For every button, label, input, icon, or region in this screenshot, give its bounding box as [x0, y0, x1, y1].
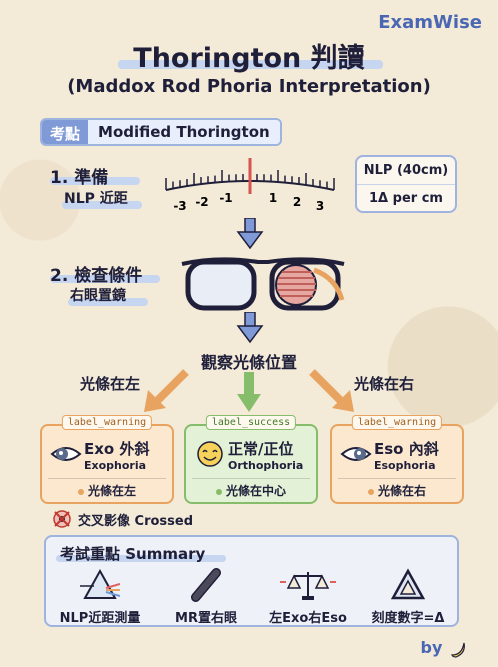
- topic-text: Modified Thorington: [88, 120, 280, 144]
- topic-tag: 考點 Modified Thorington: [40, 118, 282, 146]
- smiley-icon: [197, 441, 223, 467]
- ruler-tick-label: -3: [173, 199, 186, 213]
- ruler-tick-label: -2: [195, 195, 208, 209]
- step2-title: 2. 檢查條件: [50, 266, 143, 286]
- summary-highlight: [56, 555, 226, 562]
- title-highlight: [118, 60, 383, 69]
- status-badge: label_warning: [61, 415, 153, 430]
- nlp-distance: NLP (40cm): [363, 163, 449, 178]
- step2-sub-highlight: [68, 298, 148, 306]
- card-divider: [192, 478, 310, 479]
- arrow-down-icon: [237, 372, 261, 412]
- arrow-down-right-icon: [309, 369, 354, 412]
- ruler-tick-label: 3: [316, 199, 324, 213]
- page-subtitle: (Maddox Rod Phoria Interpretation): [67, 76, 431, 97]
- byline: by: [421, 638, 468, 659]
- direction-left-label: 光條在左: [80, 375, 141, 393]
- prism-icon: [80, 568, 120, 599]
- maddox-rod-icon: [190, 567, 222, 603]
- esophoria-card: label_warning Eso 內斜 Esophoria 光條在右: [330, 415, 464, 504]
- observe-label: 觀察光條位置: [200, 353, 297, 372]
- page-title: Thorington 判讀: [133, 43, 365, 74]
- byline-text: by: [420, 638, 443, 657]
- ruler-tick-label: 2: [293, 195, 301, 209]
- card-bullet-text: 光條在左: [87, 484, 136, 498]
- step1-sub-highlight: [62, 201, 142, 209]
- card-subtitle: Exophoria: [84, 459, 147, 472]
- crossed-note: 交叉影像 Crossed: [52, 509, 193, 529]
- orthophoria-card: label_success 正常/正位 Orthophoria 光條在中心: [184, 415, 318, 504]
- card-bullet: 光條在左: [42, 482, 172, 499]
- card-bullet-text: 光條在中心: [225, 484, 286, 498]
- thorington-ruler: -3 -2 -1 1 2 3: [165, 158, 335, 213]
- crossed-text: 交叉影像 Crossed: [78, 513, 194, 529]
- card-divider: [338, 478, 456, 479]
- step1-highlight: [50, 177, 140, 185]
- arrow-down-icon: [236, 218, 264, 250]
- brand-logo: ExamWise: [378, 12, 482, 33]
- card-divider: [48, 478, 166, 479]
- summary-item: MR置右眼: [156, 567, 256, 626]
- banana-icon: [451, 642, 465, 658]
- status-badge: label_success: [205, 415, 297, 430]
- glasses-icon: [181, 257, 345, 311]
- card-title: Exo 外斜: [84, 440, 150, 458]
- card-bullet: 光條在右: [332, 482, 462, 499]
- card-bullet-text: 光條在右: [377, 484, 426, 498]
- card-title: Eso 內斜: [374, 440, 439, 458]
- step2-highlight: [50, 275, 160, 283]
- eye-icon: [340, 447, 372, 461]
- card-bullet: 光條在中心: [186, 482, 316, 499]
- summary-item: 左Exo右Eso: [258, 567, 358, 626]
- direction-right-label: 光條在右: [354, 375, 415, 393]
- ruler-tick-label: 1: [269, 191, 277, 205]
- crossed-eye-icon: [53, 510, 71, 528]
- summary-item-label: 左Exo右Eso: [269, 611, 347, 626]
- summary-item: NLP近距測量: [50, 567, 150, 626]
- nlp-scale: 1Δ per cm: [357, 184, 455, 206]
- step1-subtitle: NLP 近距: [64, 191, 128, 207]
- balance-scale-icon: [280, 572, 336, 600]
- step1-title: 1. 準備: [50, 168, 109, 188]
- status-badge: label_warning: [351, 415, 443, 430]
- branch-arrows: [144, 369, 354, 412]
- nlp-info-box: NLP (40cm) 1Δ per cm: [355, 155, 457, 213]
- ruler-tick-label: -1: [219, 191, 232, 205]
- card-subtitle: Orthophoria: [228, 459, 304, 472]
- card-title: 正常/正位: [228, 440, 294, 458]
- arrow-down-icon: [236, 312, 264, 344]
- topic-chip: 考點: [42, 120, 89, 144]
- summary-item-label: NLP近距測量: [59, 611, 141, 626]
- eye-icon: [50, 447, 82, 461]
- triangle-icon: [390, 568, 426, 600]
- summary-item-label: 刻度數字=Δ: [371, 611, 445, 626]
- arrow-down-left-icon: [144, 369, 189, 412]
- step2-subtitle: 右眼置鏡: [70, 288, 126, 304]
- summary-box: 考試重點 Summary NLP近距測量 MR置右眼: [44, 535, 459, 627]
- summary-item-label: MR置右眼: [175, 611, 237, 626]
- card-subtitle: Esophoria: [374, 459, 436, 472]
- exophoria-card: label_warning Exo 外斜 Exophoria 光條在左: [40, 415, 174, 504]
- summary-heading: 考試重點 Summary: [60, 545, 206, 563]
- summary-item: 刻度數字=Δ: [358, 567, 458, 626]
